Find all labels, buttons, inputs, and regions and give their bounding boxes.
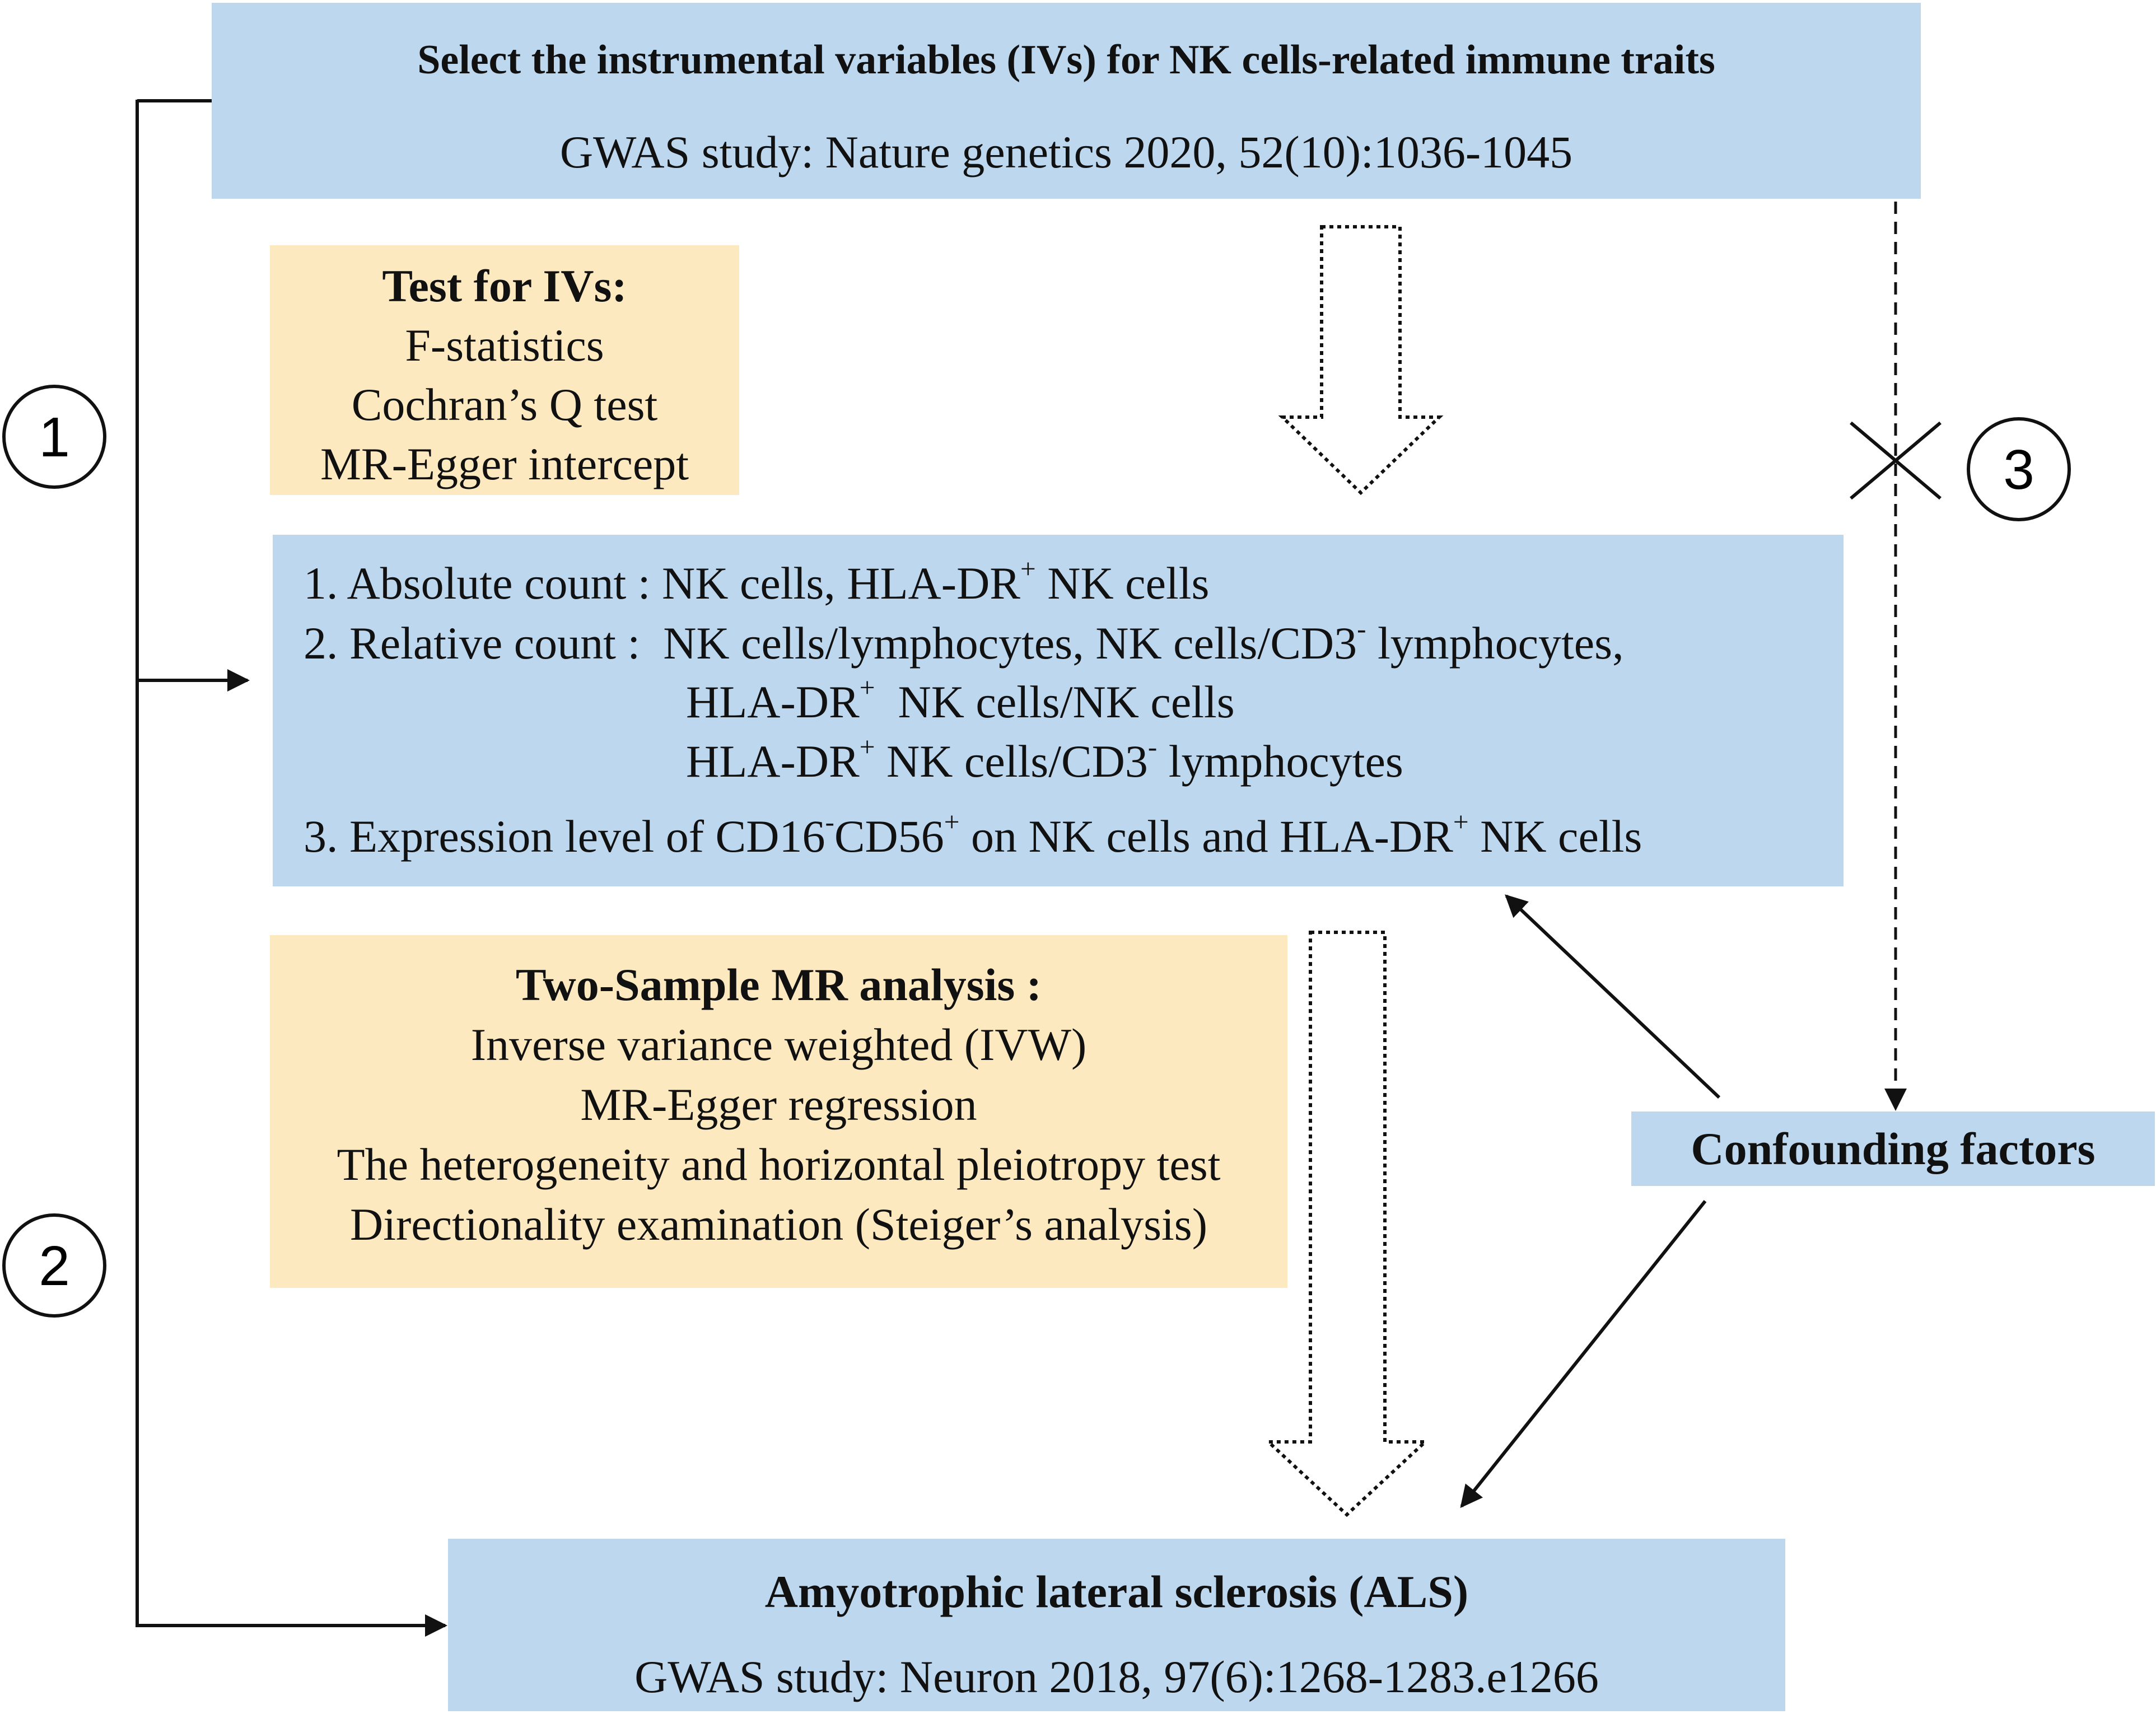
superscript: + — [859, 731, 875, 763]
trait-relative-count: 2. Relative count : NK cells/lymphocytes… — [304, 615, 1624, 670]
trait-text: lymphocytes, — [1378, 618, 1624, 669]
mr-analysis-box: Two-Sample MR analysis : Inverse varianc… — [270, 935, 1287, 1288]
trait-text: NK cells/lymphocytes, NK cells/CD3 — [663, 618, 1357, 669]
flow-arrow-exposure-to-traits — [1278, 225, 1444, 496]
trait-text: CD56 — [834, 811, 944, 862]
exposure-box: Select the instrumental variables (IVs) … — [212, 3, 1921, 199]
mr-method-item: MR-Egger regression — [580, 1079, 977, 1130]
flow-arrow-traits-to-outcome — [1264, 931, 1430, 1517]
iv-test-item: Cochran’s Q test — [351, 379, 658, 430]
arrow-confounders-to-outcome — [1460, 1200, 1707, 1508]
trait-text: on NK cells and HLA-DR — [971, 811, 1453, 862]
iv-tests-heading: Test for IVs: — [382, 260, 627, 311]
mr-analysis-heading: Two-Sample MR analysis : — [515, 959, 1042, 1010]
trait-text: NK cells/NK cells — [898, 676, 1235, 727]
exposure-source: GWAS study: Nature genetics 2020, 52(10)… — [559, 127, 1573, 178]
trait-text: HLA-DR — [686, 676, 860, 727]
superscript: + — [859, 672, 875, 703]
trait-label: 1. Absolute count : — [304, 558, 651, 609]
superscript: + — [944, 806, 960, 838]
confounders-box: Confounding factors — [1631, 1111, 2155, 1186]
assumption-3-number: 3 — [2003, 438, 2034, 501]
trait-text: NK cells, HLA-DR — [662, 558, 1020, 609]
assumption-1-marker: 1 — [2, 385, 106, 489]
outcome-title: Amyotrophic lateral sclerosis (ALS) — [764, 1566, 1469, 1617]
left-bracket — [136, 99, 447, 1637]
superscript: - — [825, 806, 834, 838]
trait-text: 3. Expression level of CD16 — [304, 811, 825, 862]
trait-text: HLA-DR — [686, 736, 860, 787]
confounders-label: Confounding factors — [1691, 1123, 2096, 1174]
nk-traits-box: 1. Absolute count : NK cells, HLA-DR+ NK… — [273, 535, 1844, 886]
trait-text: NK cells — [1480, 811, 1642, 862]
assumption-2-number: 2 — [39, 1235, 70, 1297]
mr-method-item: Inverse variance weighted (IVW) — [470, 1019, 1087, 1070]
trait-relative-count-cont: HLA-DR+ NK cells/NK cells — [686, 674, 1235, 728]
trait-label: 2. Relative count : — [304, 618, 641, 669]
mr-method-item: Directionality examination (Steiger’s an… — [349, 1199, 1207, 1250]
iv-test-item: F-statistics — [405, 320, 604, 371]
outcome-source: GWAS study: Neuron 2018, 97(6):1268-1283… — [634, 1651, 1599, 1702]
trait-text: NK cells/CD3 — [886, 736, 1148, 787]
assumption-2-marker: 2 — [2, 1213, 106, 1318]
arrow-confounders-to-traits — [1505, 894, 1721, 1099]
mr-method-item: The heterogeneity and horizontal pleiotr… — [337, 1139, 1221, 1190]
superscript: - — [1147, 731, 1158, 763]
trait-absolute-count: 1. Absolute count : NK cells, HLA-DR+ NK… — [304, 555, 1210, 610]
exposure-title: Select the instrumental variables (IVs) … — [417, 37, 1715, 83]
superscript: + — [1020, 553, 1036, 585]
trait-relative-count-cont: HLA-DR+ NK cells/CD3- lymphocytes — [686, 733, 1403, 788]
assumption-3-marker: 3 — [1967, 417, 2071, 521]
no-association-cross-icon — [1850, 421, 1942, 500]
iv-test-item: MR-Egger intercept — [320, 438, 689, 489]
superscript: + — [1453, 806, 1469, 838]
iv-tests-box: Test for IVs: F-statistics Cochran’s Q t… — [270, 245, 739, 495]
trait-expression-level: 3. Expression level of CD16-CD56+ on NK … — [304, 808, 1642, 863]
outcome-box: Amyotrophic lateral sclerosis (ALS) GWAS… — [448, 1539, 1785, 1711]
superscript: - — [1357, 613, 1366, 644]
trait-text: lymphocytes — [1168, 736, 1403, 787]
assumption-1-number: 1 — [39, 406, 70, 469]
trait-text: NK cells — [1047, 558, 1210, 609]
